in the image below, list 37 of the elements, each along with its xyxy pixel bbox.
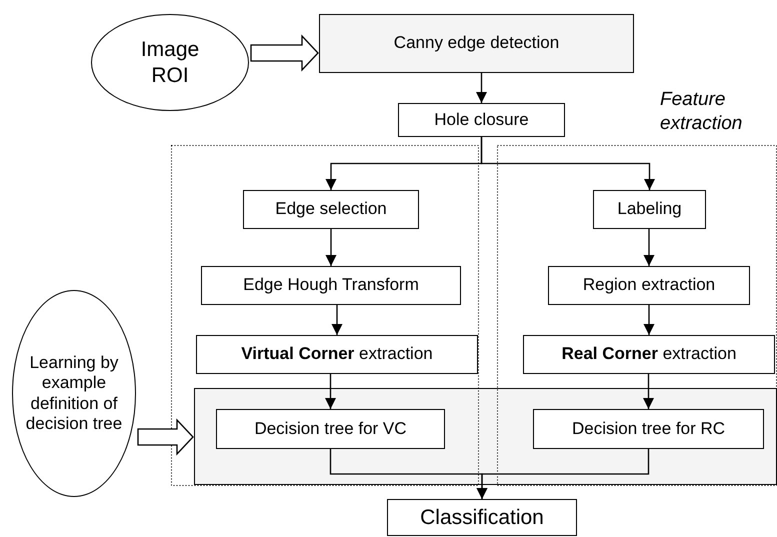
arrow [332, 305, 342, 335]
group-panel [194, 388, 777, 485]
step-text: Classification [420, 504, 544, 530]
arrow [480, 137, 655, 190]
process-box [196, 335, 478, 374]
process-box [387, 499, 577, 536]
process-box [216, 409, 445, 449]
arrow [476, 73, 487, 103]
step-text: Labeling [617, 199, 682, 220]
process-box [548, 266, 750, 305]
step-text: Hole closure [434, 110, 529, 130]
process-box [533, 409, 764, 449]
arrow [326, 229, 336, 266]
step-text: Decision tree for RC [572, 418, 726, 440]
step-text: Real Corner extraction [562, 344, 736, 365]
process-box [201, 266, 461, 305]
step-text: Decision tree for VC [254, 418, 407, 440]
process-box [593, 190, 706, 229]
arrow [476, 449, 650, 499]
step-text: Canny edge detection [394, 33, 560, 54]
block-arrow [137, 418, 194, 456]
step-text: Edge selection [275, 199, 387, 220]
process-box [243, 190, 419, 229]
arrow [644, 229, 654, 266]
step-text: Learning by example definition of decision tree [24, 352, 124, 434]
process-box [319, 14, 634, 73]
step-text: Edge Hough Transform [243, 275, 419, 296]
block-arrow [250, 34, 319, 72]
step-text: Image ROI [140, 37, 200, 88]
section-label: Feature extraction [660, 88, 744, 136]
step-text: Region extraction [582, 275, 716, 296]
process-box [398, 103, 565, 137]
arrow [643, 374, 654, 409]
arrow [644, 305, 654, 335]
arrow [325, 374, 336, 409]
step-text: Virtual Corner extraction [241, 344, 433, 365]
process-box [523, 335, 775, 374]
